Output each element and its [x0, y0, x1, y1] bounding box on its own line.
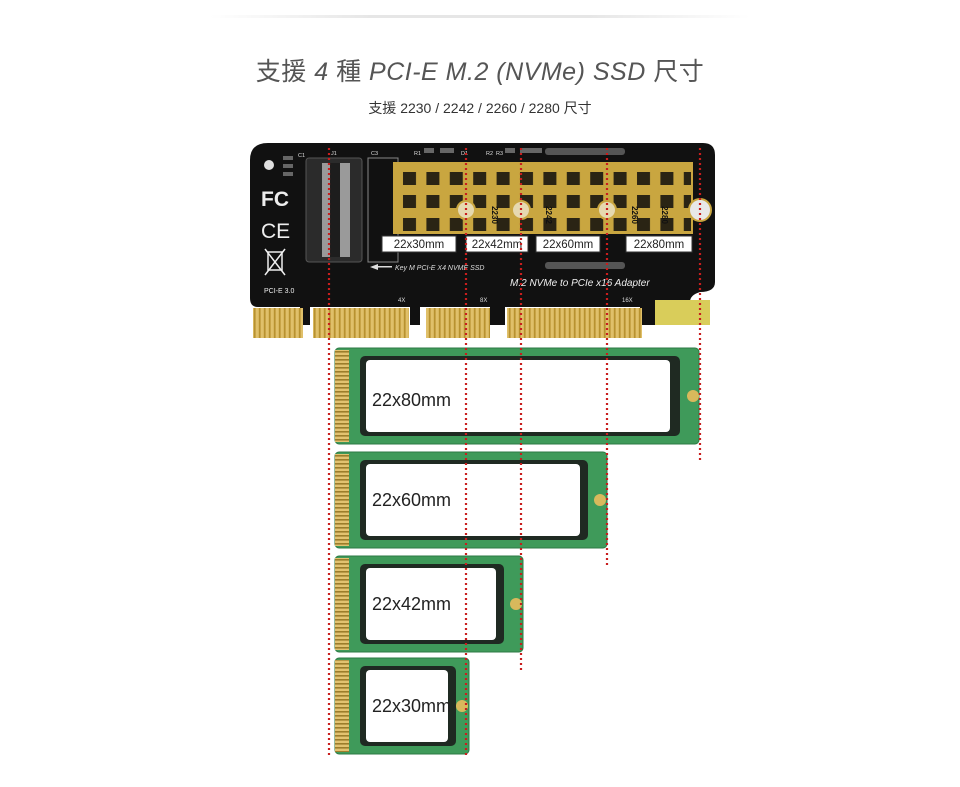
- ssd-size-label-2230: 22x30mm: [372, 696, 451, 716]
- ssd-size-label-2242: 22x42mm: [372, 594, 451, 614]
- pcie-version-label: PCI-E 3.0: [264, 288, 294, 295]
- key-m-label: Key M PCI-E X4 NVME SSD: [395, 265, 484, 272]
- standoff-number-2242: 2242: [544, 206, 553, 224]
- adapter-name-label: M.2 NVMe to PCIe x16 Adapter: [510, 278, 650, 289]
- board-size-label-2260: 22x60mm: [543, 239, 594, 251]
- ssd-2230: 22x30mm: [334, 657, 470, 755]
- silk-c1: C1: [298, 153, 305, 159]
- ssd-2280: 22x80mm: [334, 347, 700, 445]
- m2-slot-key: [330, 163, 340, 257]
- lane-label-4x: 4X: [398, 298, 405, 304]
- board-size-label-2230: 22x30mm: [394, 239, 445, 251]
- ssd-size-label-2260: 22x60mm: [372, 490, 451, 510]
- top-divider: [210, 15, 750, 18]
- ssd-2260: 22x60mm: [334, 451, 608, 549]
- fcc-mark: FC: [261, 188, 289, 211]
- page-subtitle: 支援 2230 / 2242 / 2260 / 2280 尺寸: [368, 100, 592, 116]
- board-size-labels: 22x30mm 22x42mm 22x60mm 22x80mm: [381, 235, 693, 253]
- weee-bin-icon: [264, 248, 286, 276]
- standoff-number-2260: 2260: [630, 206, 639, 224]
- pcie-adapter-board: 2230 2242 2260 2280 22x30mm 22x42mm 22x6…: [250, 143, 715, 338]
- gold-fingers-16x: [507, 308, 642, 338]
- ce-mark: CE: [261, 220, 290, 243]
- standoff-number-2280: 2280: [660, 206, 669, 224]
- silk-c3: C3: [371, 151, 378, 157]
- silk-r3: R3: [496, 151, 503, 157]
- board-size-label-2280: 22x80mm: [634, 239, 685, 251]
- gold-fingers-8x: [426, 308, 490, 338]
- lane-label-16x: 16X: [622, 298, 633, 304]
- silk-j1: J1: [331, 151, 337, 157]
- alignment-guides: [327, 148, 702, 758]
- pcb-bracket-stub: [655, 300, 710, 325]
- silk-d1: D1: [461, 151, 468, 157]
- silk-r2: R2: [486, 151, 493, 157]
- ssd-size-label-2280: 22x80mm: [372, 390, 451, 410]
- board-size-label-2242: 22x42mm: [472, 239, 523, 251]
- smd-components: [264, 148, 625, 269]
- ssd-2242: 22x42mm: [334, 555, 524, 653]
- page-title: 支援 4 種 PCI-E M.2 (NVMe) SSD 尺寸: [255, 58, 705, 86]
- key-arrow-icon: [370, 264, 392, 270]
- standoff-number-2230: 2230: [490, 206, 499, 224]
- lane-label-8x: 8X: [480, 298, 487, 304]
- gold-fingers-main: [313, 308, 409, 338]
- standoff-pad-grid: [393, 162, 693, 234]
- silk-r1: R1: [414, 151, 421, 157]
- gold-fingers-4x: [253, 308, 303, 338]
